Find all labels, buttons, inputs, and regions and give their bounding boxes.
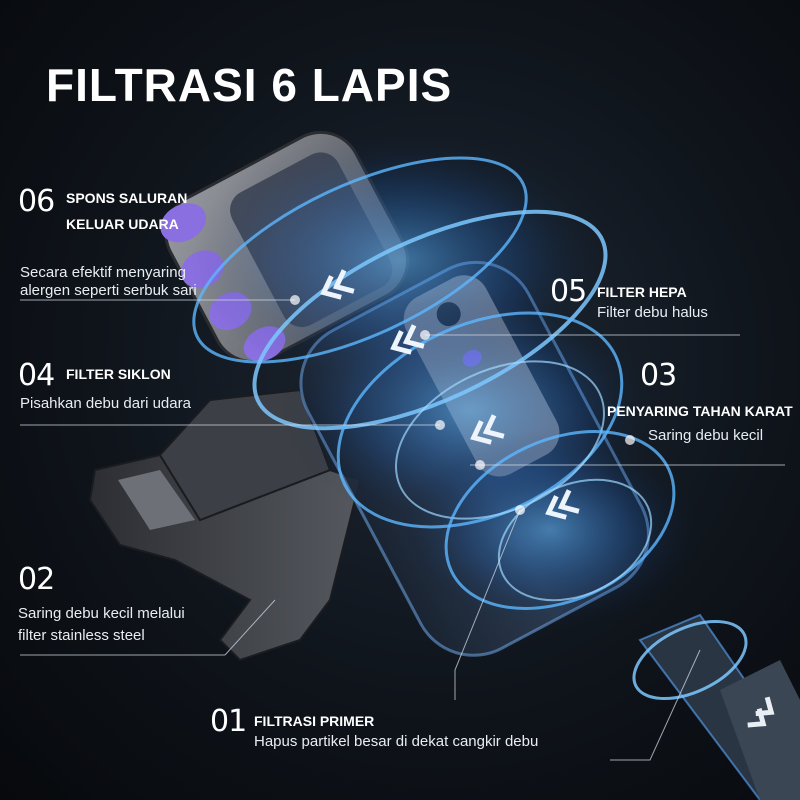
layer-03-title: PENYARING TAHAN KARAT xyxy=(607,403,793,419)
layer-05-desc: Filter debu halus xyxy=(597,304,708,321)
layer-04-title: FILTER SIKLON xyxy=(66,366,171,382)
layer-02-desc-line1: Saring debu kecil melalui xyxy=(18,605,185,622)
chevron-right-icon xyxy=(545,489,580,520)
layer-06-number: 06 xyxy=(18,184,55,219)
layer-01-title: FILTRASI PRIMER xyxy=(254,713,375,729)
vacuum-tube xyxy=(638,613,800,800)
layer-03-number: 03 xyxy=(640,358,677,393)
chevron-right-icon xyxy=(390,324,425,355)
layer-06-title-line2: KELUAR UDARA xyxy=(66,216,179,232)
chevron-right-icon xyxy=(320,269,355,300)
layer-05-number: 05 xyxy=(550,274,587,309)
layer-05-title: FILTER HEPA xyxy=(597,284,687,300)
layer-01-number: 01 xyxy=(210,704,247,739)
leader-lines xyxy=(20,299,785,761)
layer-06-desc-line1: Secara efektif menyaring xyxy=(20,264,186,281)
layer-04-number: 04 xyxy=(18,358,55,393)
layer-04-desc: Pisahkan debu dari udara xyxy=(20,395,191,412)
layer-06-desc-line2: alergen seperti serbuk sari xyxy=(20,282,197,299)
layer-02-number: 02 xyxy=(18,562,55,597)
layer-02-desc-line2: filter stainless steel xyxy=(18,627,145,644)
layer-01-desc: Hapus partikel besar di dekat cangkir de… xyxy=(254,733,539,750)
page-title: FILTRASI 6 LAPIS xyxy=(46,59,453,111)
layer-06-title-line1: SPONS SALURAN xyxy=(66,190,188,206)
chevron-right-icon xyxy=(747,696,775,728)
layer-03-desc: Saring debu kecil xyxy=(648,427,764,444)
chevron-right-icon xyxy=(470,414,505,445)
filter-rings xyxy=(190,130,748,701)
